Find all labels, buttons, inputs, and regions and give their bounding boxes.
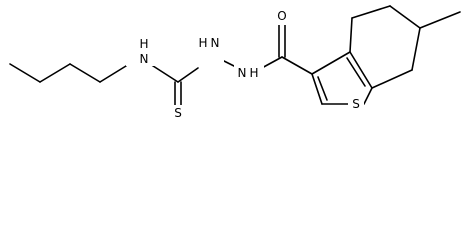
bond-butyl-4	[99, 65, 127, 83]
bond-c4-c5	[351, 5, 391, 19]
amine-n-label: N	[140, 52, 149, 66]
bond-thiourea-c-to-nh	[177, 67, 199, 83]
thione-sulfur-label: S	[174, 106, 182, 120]
bond-butyl-3	[69, 63, 101, 83]
bond-c7a-c3a-inner	[346, 57, 366, 87]
molecule-structure: H N H N N H O S S	[9, 5, 461, 121]
atom-labels: H N H N N H O S S	[126, 8, 364, 121]
bond-c7a-c3a	[349, 51, 373, 89]
thiophene-sulfur-label: S	[352, 97, 360, 111]
carbonyl-oxygen-label: O	[277, 9, 286, 23]
hydrazide-h-left-label: H	[198, 36, 207, 50]
bond-c7-c7a	[371, 69, 413, 89]
bond-c6-c7	[411, 27, 421, 71]
bond-butyl-1	[9, 63, 41, 83]
bond-c3a-c3	[311, 51, 351, 75]
bond-butyl-2	[39, 63, 71, 83]
bond-nh-to-thiourea-c	[149, 63, 179, 83]
bond-lines	[9, 5, 461, 106]
bond-c3a-c4	[349, 17, 353, 53]
amine-h-label: H	[139, 37, 148, 51]
bond-s-c7a	[363, 87, 373, 105]
bond-c3-c2-inner	[317, 76, 328, 101]
bond-methyl	[419, 11, 461, 29]
hydrazide-h-right-label: H	[249, 66, 258, 80]
bond-carbonyl-to-ring	[281, 56, 313, 75]
hydrazide-n-left-label: N	[211, 36, 220, 50]
bond-c3-c2	[311, 73, 323, 105]
bond-c5-c6	[389, 5, 421, 29]
hydrazide-n-right-label: N	[238, 66, 247, 80]
